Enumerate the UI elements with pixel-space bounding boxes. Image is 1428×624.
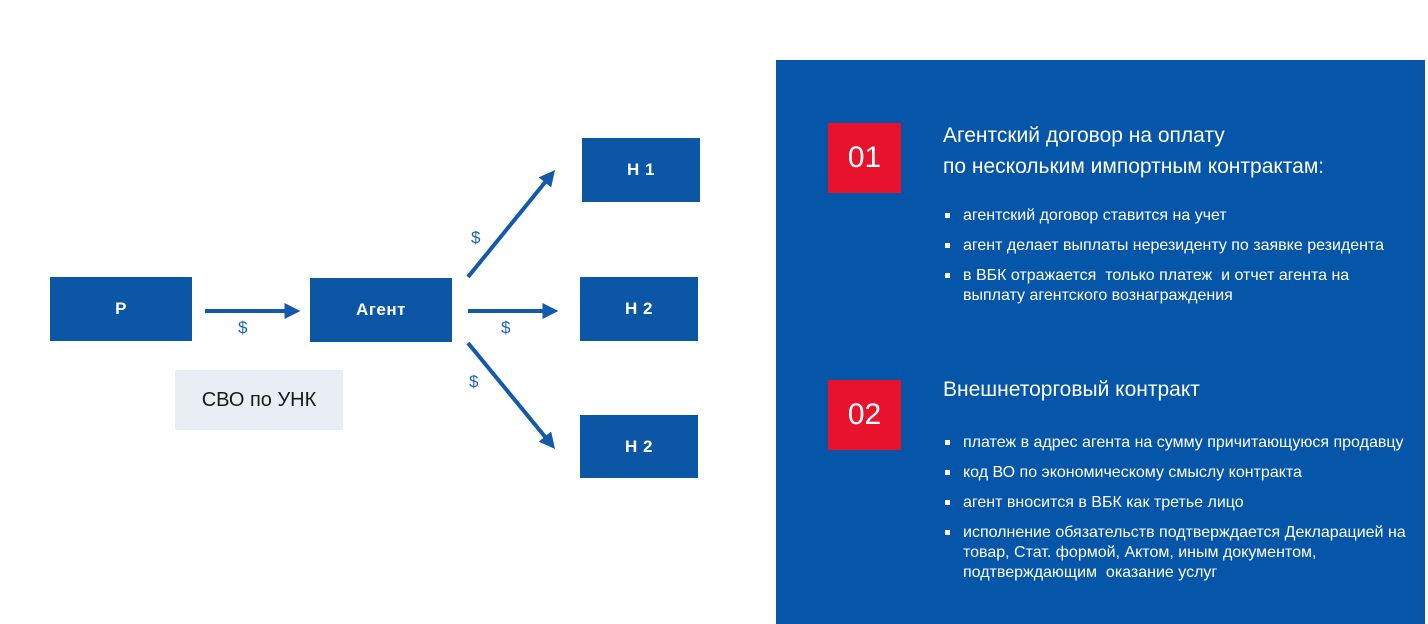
flow-node-label: Н 1 bbox=[627, 160, 655, 179]
flow-node-n2-mid: Н 2 bbox=[580, 277, 698, 341]
bullet-list: платеж в адрес агента на сумму причитающ… bbox=[945, 433, 1413, 593]
bullet-text: исполнение обязательств подтверждается Д… bbox=[963, 524, 1411, 581]
bullet-square-icon bbox=[945, 530, 950, 535]
flow-node-label: Н 2 bbox=[625, 436, 653, 456]
dollar-label: $ bbox=[238, 318, 248, 337]
bullet-square-icon bbox=[945, 500, 950, 505]
arrow-agent-to-n1 bbox=[466, 170, 556, 279]
bullet-text: агентский договор ставится на учет bbox=[963, 207, 1227, 224]
bullet-item: в ВБК отражается только платеж и отчет а… bbox=[945, 266, 1413, 306]
bullet-square-icon bbox=[945, 243, 950, 248]
bullet-square-icon bbox=[945, 470, 950, 475]
flow-node-label: Р bbox=[115, 299, 127, 318]
flow-node-resident: Р bbox=[50, 277, 192, 341]
flow-node-agent: Агент bbox=[310, 278, 452, 342]
bullet-item: платеж в адрес агента на сумму причитающ… bbox=[945, 433, 1413, 453]
bullet-item: код ВО по экономическому смыслу контракт… bbox=[945, 463, 1413, 483]
bullet-square-icon bbox=[945, 440, 950, 445]
bullet-list: агентский договор ставится на учет агент… bbox=[945, 206, 1413, 316]
flow-node-n1: Н 1 bbox=[582, 138, 700, 202]
bullet-text: агент вносится в ВБК как третье лицо bbox=[963, 494, 1244, 511]
bullet-text: агент делает выплаты нерезиденту по заяв… bbox=[963, 237, 1385, 254]
note-label: СВО по УНК bbox=[201, 388, 317, 411]
flow-diagram: Р Агент Н 1 Н 2 Н 2 СВО по УНК $ $ $ $ bbox=[50, 138, 700, 478]
bullet-item: агент вносится в ВБК как третье лицо bbox=[945, 493, 1413, 513]
bullet-text: платеж в адрес агента на сумму причитающ… bbox=[963, 434, 1404, 451]
bullet-item: агентский договор ставится на учет bbox=[945, 206, 1413, 226]
bullet-item: исполнение обязательств подтверждается Д… bbox=[945, 523, 1413, 583]
section-number-badge: 01 bbox=[828, 123, 901, 193]
note-box: СВО по УНК bbox=[175, 370, 343, 430]
flow-node-label: Н 2 bbox=[625, 299, 653, 318]
bullet-square-icon bbox=[945, 213, 950, 218]
bullet-text: код ВО по экономическому смыслу контракт… bbox=[963, 464, 1302, 481]
section-number: 02 bbox=[847, 398, 882, 431]
section-number-badge: 02 bbox=[828, 380, 901, 450]
dollar-label: $ bbox=[469, 372, 479, 391]
flow-node-label: Агент bbox=[356, 300, 406, 319]
bullet-square-icon bbox=[945, 273, 950, 278]
dollar-label: $ bbox=[471, 228, 481, 247]
flow-node-n2-bottom: Н 2 bbox=[580, 415, 698, 478]
info-panel: 01 Агентский договор на оплату по нескол… bbox=[776, 60, 1425, 624]
section-title: Внешнеторговый контракт bbox=[943, 378, 1200, 401]
arrow-agent-to-n2-bottom bbox=[466, 341, 556, 449]
section-number: 01 bbox=[847, 141, 882, 174]
dollar-label: $ bbox=[501, 318, 511, 337]
bullet-text: в ВБК отражается только платеж и отчет а… bbox=[963, 267, 1354, 304]
bullet-item: агент делает выплаты нерезиденту по заяв… bbox=[945, 236, 1413, 256]
section-title: Агентский договор на оплату по нескольки… bbox=[943, 124, 1325, 178]
